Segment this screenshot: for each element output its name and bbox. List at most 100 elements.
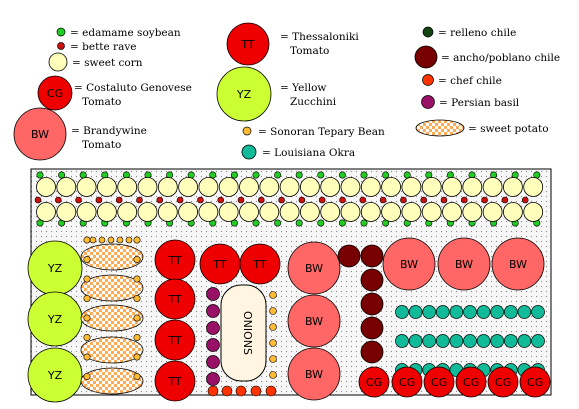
costaluto-plant (391, 366, 423, 398)
bette-plant (156, 196, 164, 204)
okra-legend-label: = Louisiana Okra (262, 147, 355, 159)
corn-plant (36, 177, 56, 197)
edamame-plant (317, 219, 325, 227)
okra-plant (517, 334, 532, 348)
thessaloniki-plant-code: TT (167, 293, 182, 306)
tepary-plant (83, 275, 91, 283)
thessaloniki-plant-code: TT (167, 375, 182, 388)
corn-plant (76, 177, 97, 197)
corn-plant (442, 202, 462, 222)
thessaloniki-plant (154, 278, 196, 320)
corn-plant (137, 177, 158, 197)
cg-legend-code: CG (47, 87, 63, 100)
tepary-plant (83, 353, 91, 361)
tepary-plant (83, 314, 91, 322)
ancho-chile-plant (337, 244, 361, 268)
thessaloniki-plant (239, 243, 281, 285)
tepary-plant (269, 355, 277, 363)
zucchini-plant (27, 347, 83, 403)
tepary-plant (116, 236, 124, 244)
basil-plant (206, 304, 220, 318)
brandywine-plant (287, 241, 341, 295)
bette-plant (501, 196, 509, 204)
okra-plant (395, 334, 409, 348)
corn-plant (76, 202, 97, 222)
bette-plant (75, 196, 82, 204)
zucchini-plant-code: YZ (47, 313, 63, 326)
yz-legend-code: YZ (236, 88, 252, 101)
corn-plant (381, 202, 402, 222)
corn-plant (117, 202, 138, 222)
brandywine-plant-code: BW (455, 258, 473, 271)
bette-plant (95, 196, 103, 204)
corn-plant (421, 177, 442, 197)
bw-legend-code: BW (31, 128, 49, 141)
corn-legend-label: = sweet corn (72, 57, 143, 69)
bette-plant (237, 196, 245, 204)
corn-legend-icon (48, 52, 68, 72)
bette-plant (278, 196, 285, 204)
cg-legend-icon (37, 75, 73, 111)
corn-plant (279, 202, 300, 222)
ancho-chile-plant (360, 268, 384, 292)
corn-plant (523, 177, 544, 197)
ancho-chile-plant (360, 340, 384, 364)
tepary-plant (83, 294, 91, 302)
tepary-plant (133, 353, 141, 361)
bette-plant (420, 196, 428, 204)
bette-plant (339, 196, 346, 204)
edamame-plant (58, 171, 66, 179)
corn-plant (320, 202, 341, 222)
okra-plant (422, 305, 437, 319)
corn-plant (198, 177, 219, 197)
basil-plant (206, 321, 220, 335)
potato-legend-label: = sweet potato (468, 123, 549, 135)
bette-plant (217, 196, 224, 204)
corn-plant (178, 202, 199, 222)
edamame-plant (382, 171, 390, 179)
tt-legend-icon (226, 22, 270, 66)
edamame-plant (274, 219, 282, 227)
bette-plant (460, 196, 468, 204)
tepary-plant (98, 236, 106, 244)
basil-plant (206, 287, 220, 301)
corn-plant (401, 177, 422, 197)
brandywine-plant (491, 237, 545, 291)
corn-plant (97, 202, 117, 222)
bw-legend-label: = Brandywine (71, 125, 147, 137)
tepary-plant (83, 372, 91, 380)
tt-legend-label: = Thessaloniki (280, 31, 359, 43)
corn-plant (482, 177, 503, 197)
okra-plant (531, 334, 545, 348)
basil-plant (206, 372, 220, 386)
edamame-plant (295, 171, 303, 179)
sweet-potato-plant (80, 367, 144, 395)
tepary-plant (107, 236, 115, 244)
relleno-legend-icon (422, 26, 434, 38)
corn-plant (320, 177, 341, 197)
tepary-plant (133, 314, 141, 322)
bette-plant (521, 196, 529, 204)
sweet-potato-plant (80, 336, 144, 364)
potato-legend-icon (415, 119, 465, 137)
yz-legend-label-2: Zucchini (290, 96, 337, 108)
corn-plant (299, 177, 320, 197)
tepary-plant (269, 339, 277, 347)
corn-plant (178, 177, 199, 197)
corn-plant (401, 202, 422, 222)
tepary-plant (133, 255, 141, 263)
edamame-plant (230, 171, 238, 179)
bw-legend-icon (13, 107, 67, 161)
corn-plant (56, 177, 77, 197)
corn-plant (381, 177, 402, 197)
basil-legend-icon (421, 95, 435, 109)
corn-plant (462, 202, 483, 222)
tt-legend-label-2: Tomato (290, 45, 329, 57)
okra-plant (463, 334, 477, 348)
okra-plant (476, 305, 491, 319)
okra-plant (476, 334, 491, 348)
costaluto-plant-code: CG (431, 376, 447, 389)
zucchini-plant-code: YZ (47, 369, 63, 382)
costaluto-plant-code: CG (527, 376, 543, 389)
